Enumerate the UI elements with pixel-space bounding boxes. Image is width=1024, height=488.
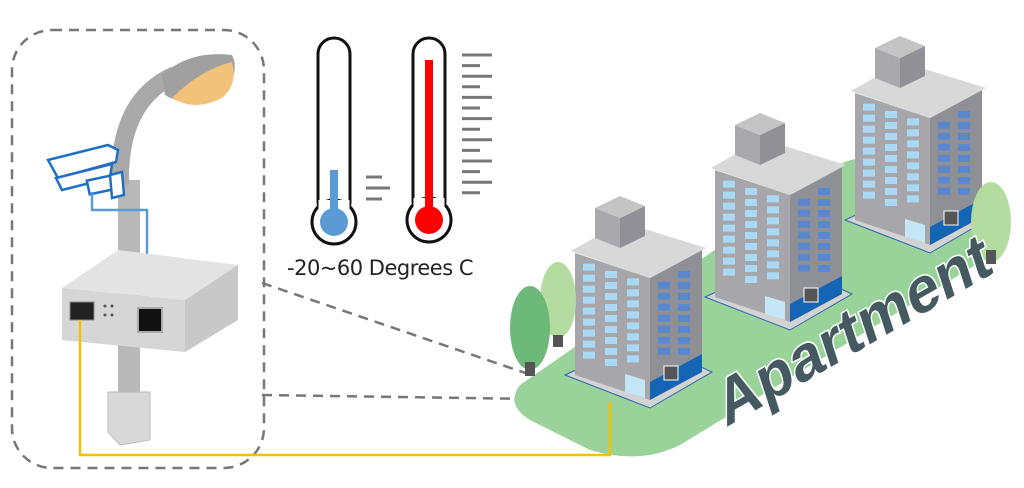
- callout-connector-top: [261, 281, 541, 380]
- apartment-building-icon: [843, 36, 994, 254]
- apartment-buildings: [563, 36, 994, 409]
- tree-icon: [510, 286, 550, 376]
- callout-frame: [10, 28, 266, 470]
- apartment-building-icon: [563, 196, 714, 409]
- cold-thermometer-icon: [310, 36, 390, 246]
- rj45-port: [137, 307, 163, 333]
- temperature-range-label: -20~60 Degrees C: [287, 256, 474, 280]
- security-camera-icon: [46, 143, 126, 200]
- tree-icon: [971, 182, 1011, 264]
- apartment-building-icon: [703, 113, 854, 331]
- media-converter-device: [62, 250, 238, 352]
- hot-thermometer-icon: [405, 36, 492, 244]
- street-lamp-icon: [107, 54, 235, 446]
- callout-connector-bottom: [261, 393, 606, 402]
- sfp-port: [69, 301, 95, 321]
- fiber-link: [78, 320, 612, 457]
